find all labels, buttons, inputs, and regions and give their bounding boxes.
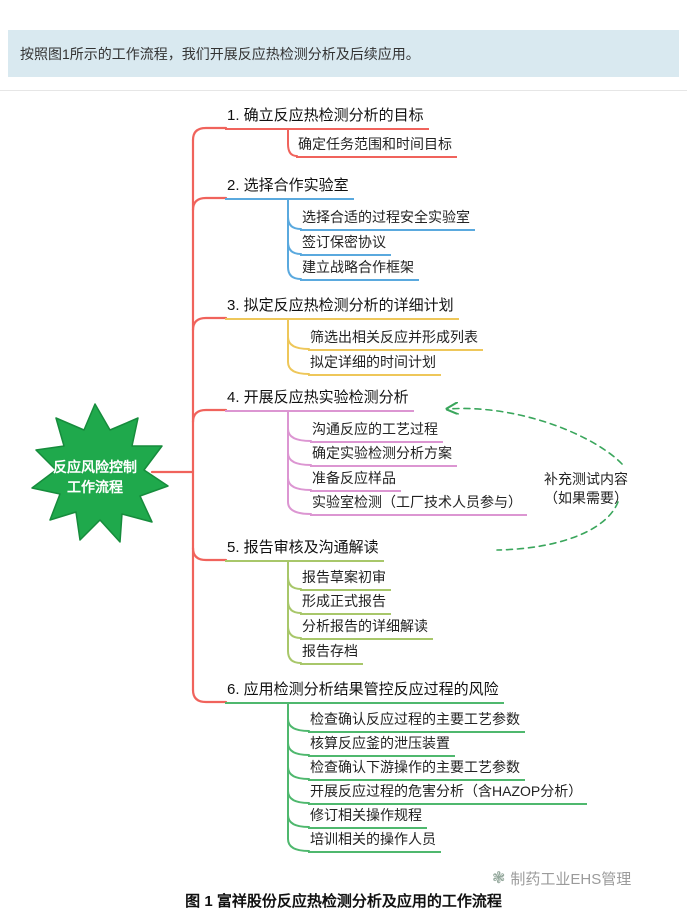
branch-6-stem bbox=[191, 688, 228, 704]
subtopic-6-5: 修订相关操作规程 bbox=[308, 806, 427, 829]
branch-2-stem bbox=[191, 196, 228, 212]
figure-caption: 图 1 富祥股份反应热检测分析及应用的工作流程 bbox=[185, 893, 502, 910]
main-topic-2: 2. 选择合作实验室 bbox=[225, 176, 354, 200]
trunk-lines bbox=[150, 126, 228, 704]
subtopic-5-4: 报告存档 bbox=[300, 642, 363, 665]
subtopic-5-3: 分析报告的详细解读 bbox=[300, 617, 433, 640]
subtopic-2-1: 选择合适的过程安全实验室 bbox=[300, 208, 475, 231]
subtopic-4-1: 沟通反应的工艺过程 bbox=[310, 420, 443, 443]
branch-4-connectors bbox=[287, 411, 312, 515]
subtopic-5-2: 形成正式报告 bbox=[300, 592, 391, 615]
main-topic-3: 3. 拟定反应热检测分析的详细计划 bbox=[225, 296, 459, 320]
branch-3-stem bbox=[191, 316, 228, 332]
branch-5-stem bbox=[191, 546, 228, 562]
subtopic-6-6: 培训相关的操作人员 bbox=[308, 830, 441, 853]
watermark-text: 制药工业EHS管理 bbox=[510, 871, 632, 888]
branch-6-connectors bbox=[287, 703, 310, 852]
root-topic-line2: 工作流程 bbox=[67, 479, 123, 495]
subtopic-1-1: 确定任务范围和时间目标 bbox=[296, 135, 457, 158]
main-topic-6: 6. 应用检测分析结果管控反应过程的风险 bbox=[225, 680, 504, 704]
subtopic-3-2: 拟定详细的时间计划 bbox=[308, 353, 441, 376]
annotation-line1: 补充测试内容 bbox=[544, 471, 628, 487]
intro-banner-text: 按照图1所示的工作流程，我们开展反应热检测分析及后续应用。 bbox=[20, 45, 420, 62]
subtopic-4-4: 实验室检测（工厂技术人员参与） bbox=[310, 493, 527, 516]
divider bbox=[0, 90, 687, 91]
main-topic-1: 1. 确立反应热检测分析的目标 bbox=[225, 106, 429, 130]
subtopic-6-1: 检查确认反应过程的主要工艺参数 bbox=[308, 710, 525, 733]
subtopic-6-4: 开展反应过程的危害分析（含HAZOP分析） bbox=[308, 782, 588, 805]
subtopic-4-3: 准备反应样品 bbox=[310, 469, 401, 492]
subtopic-6-3: 检查确认下游操作的主要工艺参数 bbox=[308, 758, 525, 781]
subtopic-2-3: 建立战略合作框架 bbox=[300, 258, 419, 281]
subtopic-3-1: 筛选出相关反应并形成列表 bbox=[308, 328, 483, 351]
branch-1-stem bbox=[191, 126, 228, 142]
watermark: ❃ 制药工业EHS管理 bbox=[492, 868, 631, 889]
ehs-logo-icon: ❃ bbox=[492, 869, 506, 887]
subtopic-2-2: 签订保密协议 bbox=[300, 233, 391, 256]
subtopic-4-2: 确定实验检测分析方案 bbox=[310, 444, 457, 467]
root-topic-line1: 反应风险控制 bbox=[53, 459, 137, 475]
subtopic-6-2: 核算反应釜的泄压装置 bbox=[308, 734, 455, 757]
intro-banner: 按照图1所示的工作流程，我们开展反应热检测分析及后续应用。 bbox=[8, 30, 679, 77]
subtopic-5-1: 报告草案初审 bbox=[300, 568, 391, 591]
annotation-line2: （如果需要） bbox=[544, 490, 628, 506]
annotation-arrow-upper bbox=[447, 408, 623, 465]
main-topic-5: 5. 报告审核及沟通解读 bbox=[225, 538, 384, 562]
main-topic-4: 4. 开展反应热实验检测分析 bbox=[225, 388, 414, 412]
branch-3-connectors bbox=[287, 319, 310, 375]
branch-4-stem bbox=[191, 408, 228, 424]
